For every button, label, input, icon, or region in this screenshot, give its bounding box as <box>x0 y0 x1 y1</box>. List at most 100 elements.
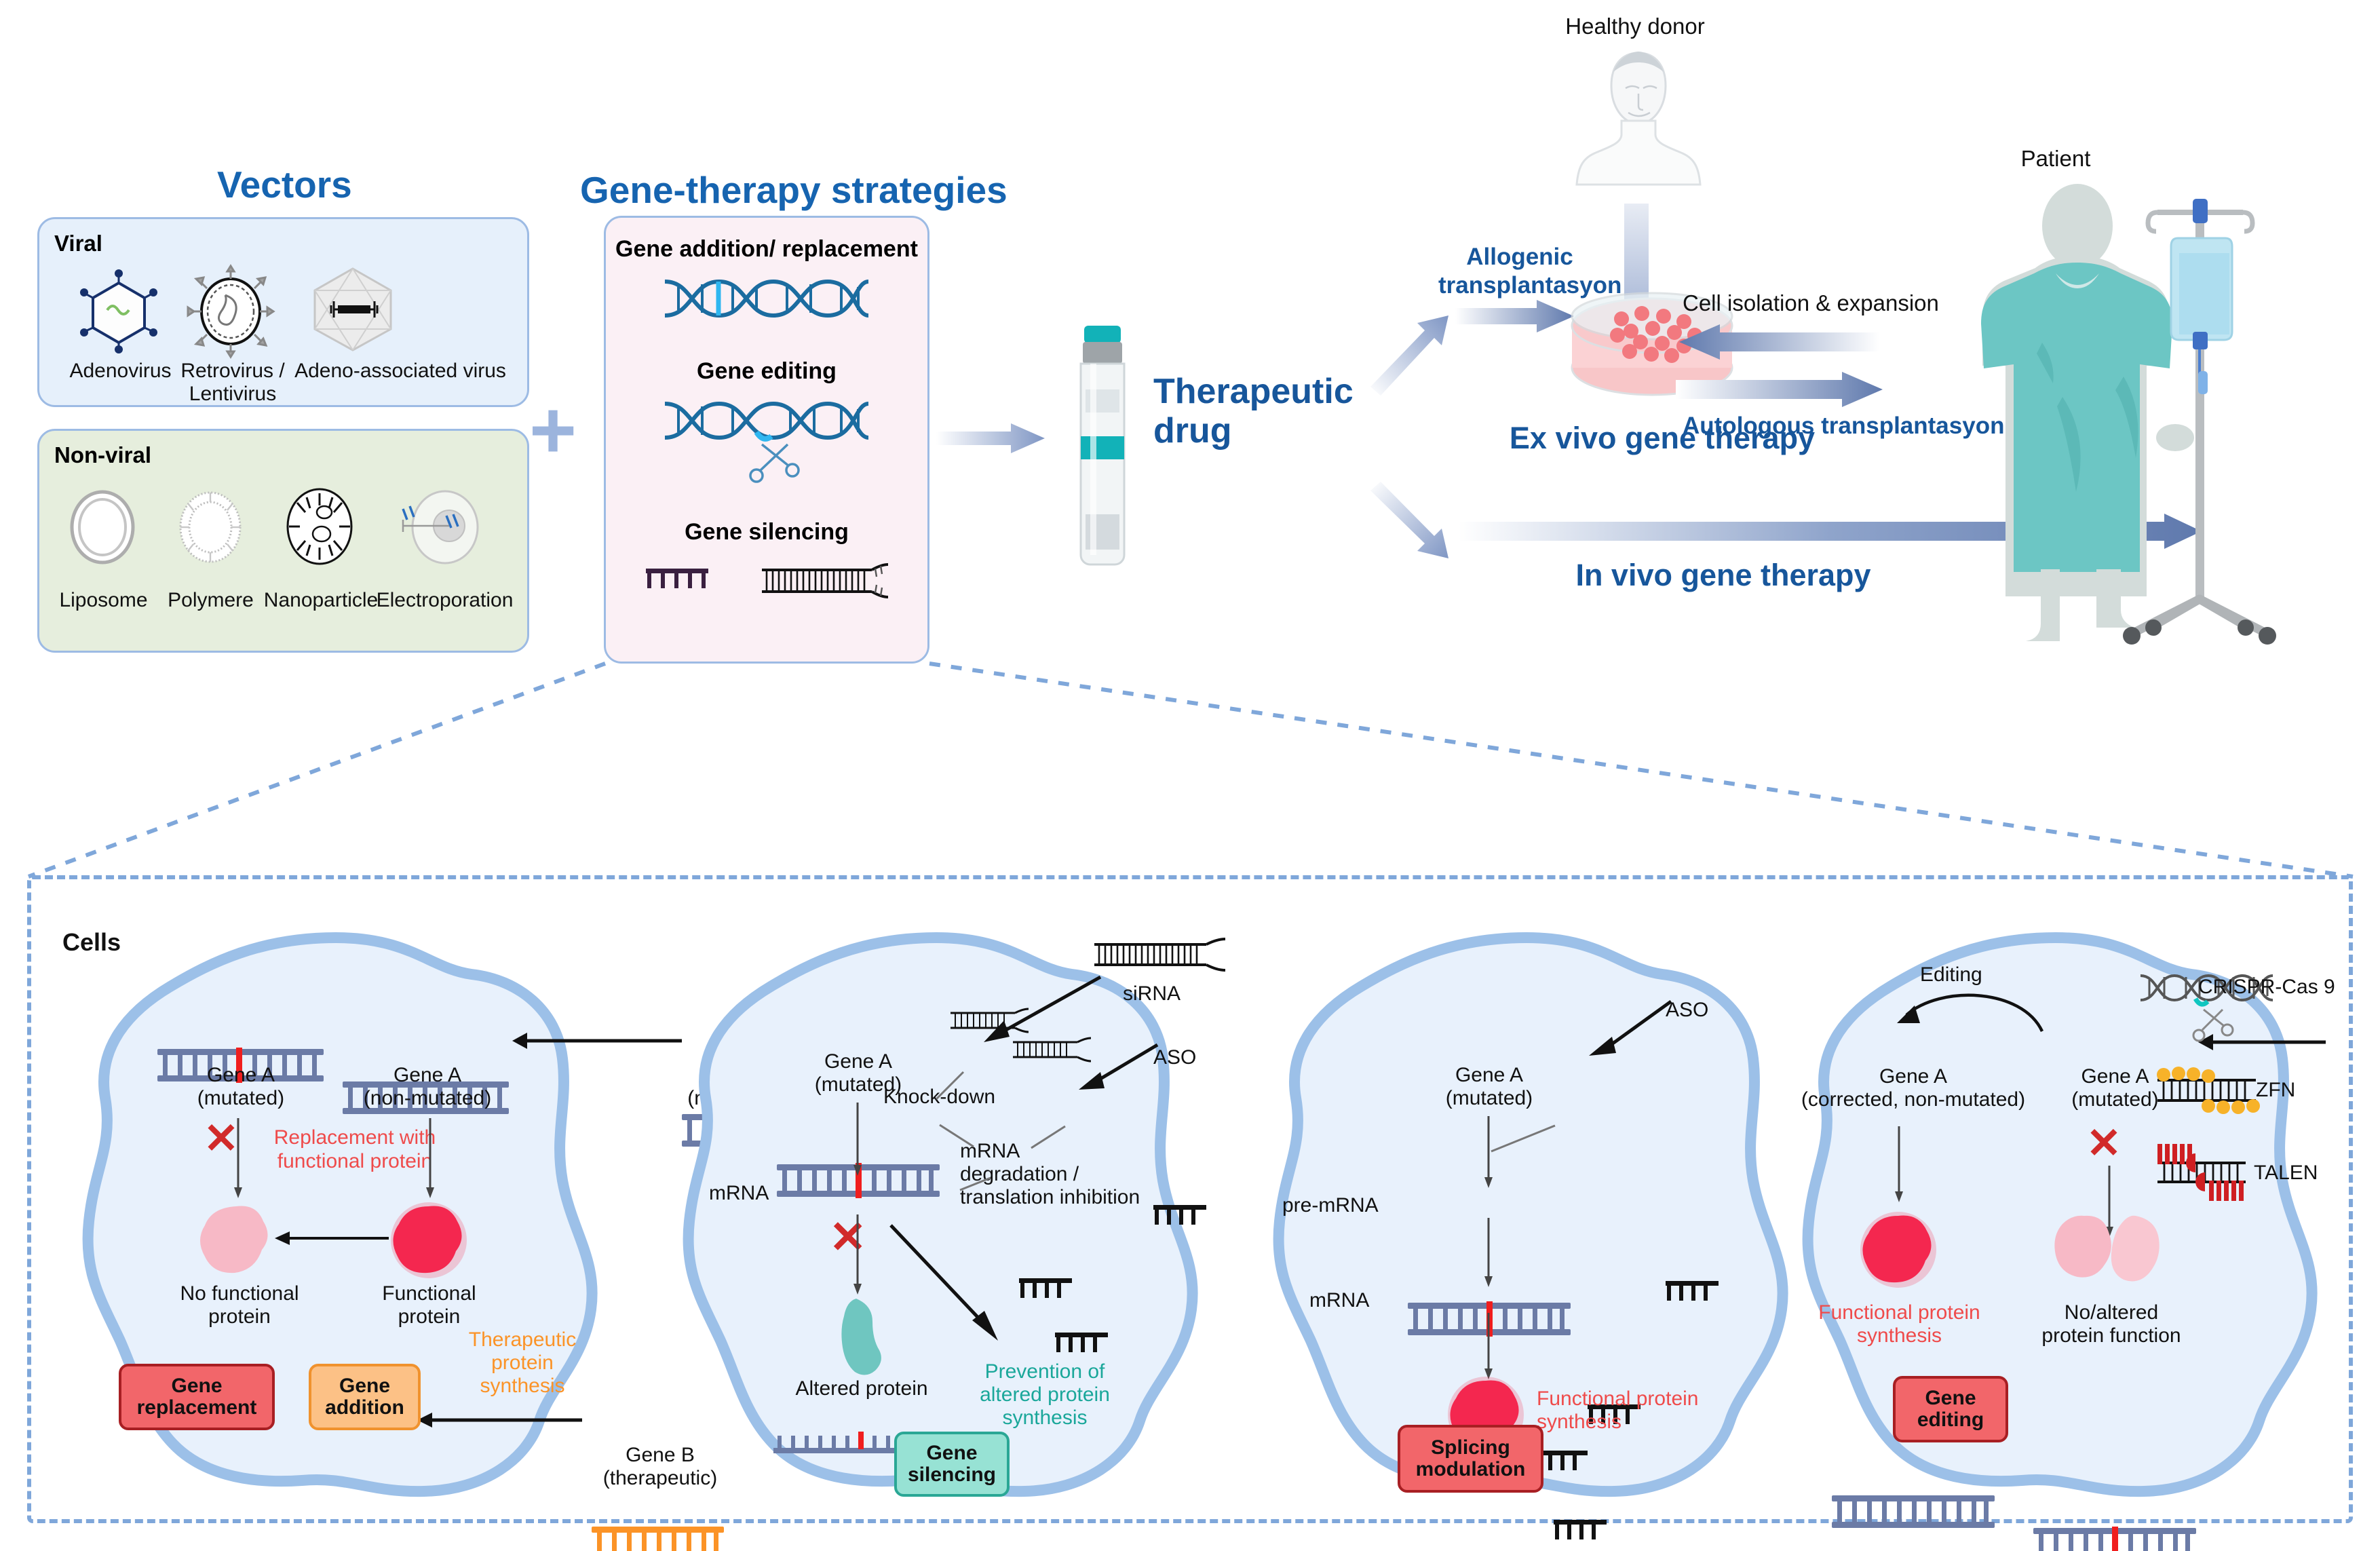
be-l1: Gene <box>1925 1386 1976 1409</box>
badge-gene-replacement[interactable]: Gene replacement <box>119 1364 275 1430</box>
badge-gene-silencing[interactable]: Gene silencing <box>894 1432 1010 1497</box>
polymer-label: Polymere <box>168 589 254 611</box>
patient-iv-icon <box>1981 184 2276 645</box>
th-l2: protein <box>491 1352 554 1375</box>
therapeutic-drug-line1: Therapeutic <box>1153 372 1354 411</box>
in-vivo-gene-therapy-label: In vivo gene therapy <box>1575 558 1871 592</box>
replacement-label: Replacement with functional protein <box>256 1126 453 1173</box>
aso-internal-2b <box>1055 1333 1108 1356</box>
gene-a-mutated-dna-1 <box>157 1048 324 1083</box>
arrow-external-gene-into-cell-1 <box>512 1033 682 1049</box>
person-bust-icon <box>1575 52 1702 186</box>
arrow-gene-to-premrna-3 <box>1484 1116 1493 1188</box>
sirna-external-icon <box>1094 938 1226 972</box>
ba-l1: Gene <box>339 1374 391 1397</box>
arrow-nonmutated-to-protein <box>426 1118 434 1198</box>
arrow-aso-into-cell-2 <box>1079 1043 1159 1090</box>
arrow-corrected-to-protein-4 <box>1895 1126 1903 1202</box>
gene-b-dna <box>592 1527 724 1551</box>
functional-protein-icon-1 <box>391 1202 467 1278</box>
gene-a-corrected-label-4: Gene A (corrected, non-mutated) <box>1798 1065 2029 1111</box>
arrow-mrna-to-protein-3 <box>1484 1313 1493 1379</box>
aso-internal-3a <box>1588 1404 1640 1428</box>
badge-splicing-modulation[interactable]: Splicing modulation <box>1398 1425 1543 1493</box>
altered-protein-label-2: Altered protein <box>795 1377 928 1400</box>
na4-l2: protein function <box>2041 1324 2181 1347</box>
f-l2: protein <box>398 1305 461 1328</box>
badge-gene-addition[interactable]: Gene addition <box>309 1364 421 1430</box>
gene-a-mutated-dna-4 <box>2033 1527 2196 1551</box>
liposome-label: Liposome <box>59 589 148 611</box>
ba-l2: addition <box>325 1396 404 1419</box>
arrow-protein-to-noprotein <box>275 1231 389 1245</box>
fp4-l2: synthesis <box>1856 1324 1942 1347</box>
arrow-drug-to-exvivo <box>1370 315 1448 396</box>
functional-protein-label-1: Functional protein <box>353 1282 505 1328</box>
dna-helix-scissors-icon <box>664 401 869 483</box>
therapeutic-protein-synthesis-label: Therapeutic protein synthesis <box>444 1328 600 1398</box>
zfn-label: ZFN <box>2256 1079 2296 1101</box>
c4c-l1: Gene A <box>1879 1065 1948 1088</box>
gene-a-mutated-label-1: Gene A (mutated) <box>153 1064 329 1109</box>
gene-a-mutated-label-4: Gene A (mutated) <box>2025 1065 2205 1111</box>
healthy-donor-label: Healthy donor <box>1565 14 1705 39</box>
aso-icon <box>646 569 708 593</box>
sirna-internal-1 <box>951 1008 1029 1033</box>
strategy-label-gene-editing: Gene editing <box>697 358 837 384</box>
mrna-label-2: mRNA <box>709 1182 769 1204</box>
br-l2: replacement <box>136 1396 257 1419</box>
gene-a-mutated-label-3: Gene A (mutated) <box>1401 1064 1577 1109</box>
therapeutic-drug-label: Therapeutic drug <box>1153 372 1354 451</box>
no-altered-protein-icon-4 <box>2054 1215 2160 1282</box>
gene-a-mutated-label-2: Gene A (mutated) <box>770 1050 946 1096</box>
rep-l2: functional protein <box>277 1149 433 1172</box>
arrow-to-prevention-2 <box>889 1224 998 1341</box>
petri-dish-icon <box>1571 292 1733 396</box>
polymer-icon <box>179 491 242 563</box>
nonviral-panel-title: Non-viral <box>54 442 152 467</box>
g2-l2: (non-mutated) <box>363 1086 492 1109</box>
na4-l1: No/altered <box>2064 1301 2159 1324</box>
arrow-editing-curve <box>1897 993 2044 1032</box>
gene-b-label: Gene B (therapeutic) <box>575 1444 745 1489</box>
pv-l2: altered protein <box>980 1383 1110 1406</box>
sirna-icon <box>762 563 889 598</box>
functional-protein-synthesis-label-4: Functional protein synthesis <box>1813 1301 1986 1347</box>
nanoparticle-label: Nanoparticle <box>263 589 379 611</box>
g1-l2: (mutated) <box>197 1086 285 1109</box>
gene-a-corrected-dna-4 <box>1832 1495 1995 1528</box>
allogenic-transplant-label: Allogenic transplantasyon <box>1438 243 1621 300</box>
arrow-sirna-into-cell <box>984 975 1102 1042</box>
retrovirus-label: Retrovirus / Lentivirus <box>168 360 297 405</box>
arrow-cell-isolation <box>1679 324 1879 360</box>
vectors-heading: Vectors <box>217 164 352 206</box>
patient-label: Patient <box>2020 146 2091 171</box>
c3g-l2: (mutated) <box>1445 1086 1533 1109</box>
aso-internal-3c <box>1554 1520 1607 1543</box>
altered-protein-icon-2 <box>841 1299 881 1375</box>
no-functional-protein-icon-1 <box>200 1206 268 1274</box>
x-mark-altered-protein-2: ✕ <box>829 1212 867 1262</box>
cell-blob-3 <box>1273 932 1788 1497</box>
c2g-l2: (mutated) <box>814 1073 902 1096</box>
no-altered-protein-label-4: No/altered protein function <box>2010 1301 2213 1347</box>
crispr-cas9-icon <box>2140 974 2273 1042</box>
bsp-l1: Splicing <box>1431 1436 1510 1459</box>
functional-protein-synthesis-label-3: Functional protein synthesis <box>1537 1387 1698 1434</box>
pv-l3: synthesis <box>1002 1406 1088 1430</box>
c4m-l1: Gene A <box>2081 1065 2149 1088</box>
cell-blob-4 <box>1802 932 2318 1497</box>
arrow-mutated-to-noprotein <box>234 1118 242 1198</box>
aso-external-icon-2 <box>1153 1205 1206 1228</box>
zfn-icon <box>2157 1067 2260 1114</box>
prevention-label-2: Prevention of altered protein synthesis <box>946 1360 1143 1430</box>
cells-panel-title: Cells <box>62 928 121 956</box>
cell-isolation-label: Cell isolation & expansion <box>1683 290 1939 315</box>
strategies-heading: Gene-therapy strategies <box>580 169 1007 211</box>
badge-gene-editing[interactable]: Gene editing <box>1893 1376 2008 1442</box>
bs-l2: silencing <box>907 1463 997 1486</box>
cells-panel <box>27 875 2353 1523</box>
dg-l3: translation inhibition <box>960 1186 1140 1209</box>
talen-icon <box>2157 1144 2246 1201</box>
